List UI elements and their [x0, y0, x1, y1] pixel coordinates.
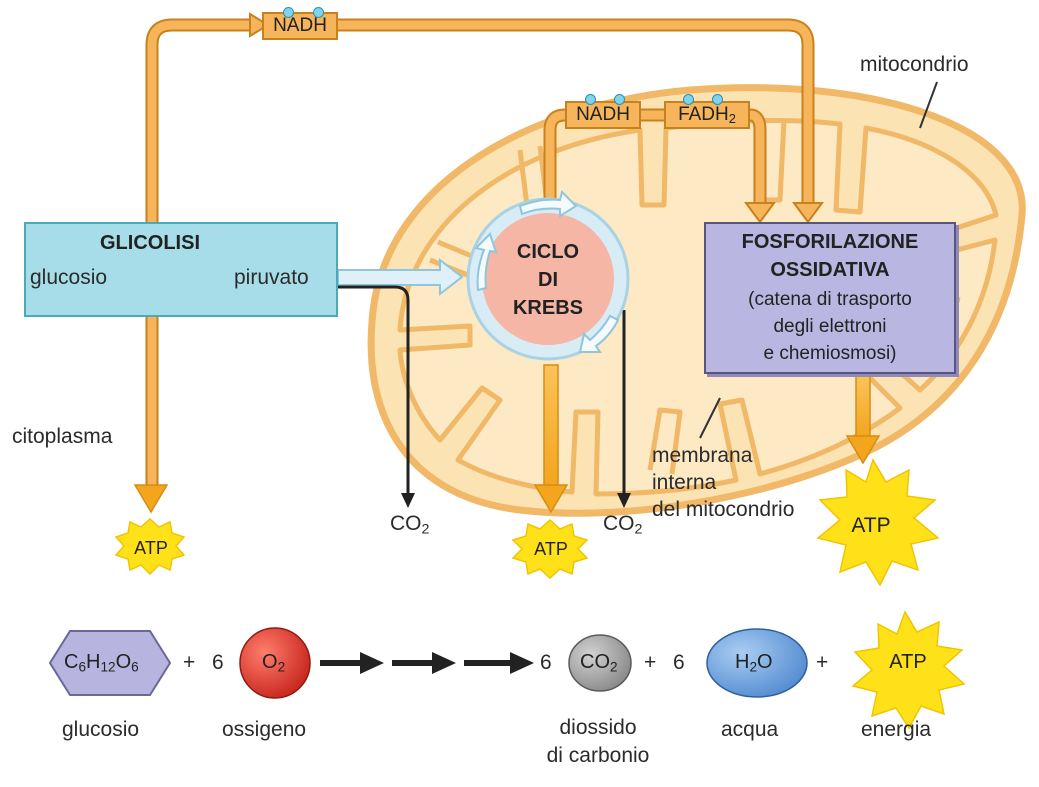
glicolisi-box: [24, 222, 338, 317]
fadh2-tag-label: FADH2: [678, 104, 736, 127]
oxygen-sphere: [239, 627, 311, 699]
h2o-formula: H2O: [735, 651, 773, 675]
krebs-label-line2: DI: [538, 269, 558, 291]
atp-star-fosforilazione: [816, 458, 940, 587]
pyruvate-to-krebs-arrow: [337, 257, 464, 297]
diossido-caption-line2: di carbonio: [546, 744, 650, 767]
co2-sphere: [568, 634, 632, 692]
membrana-leader-line: [699, 397, 721, 439]
fosforilazione-sub1: (catena di trasporto: [748, 289, 912, 310]
plus-sign-1: +: [183, 651, 196, 674]
atp-label-equation: ATP: [889, 651, 927, 673]
equation-arrows: [320, 652, 534, 674]
electron-dot: [585, 94, 596, 105]
fosforilazione-title1: FOSFORILAZIONE: [741, 231, 919, 253]
fosforilazione-sub3: e chemiosmosi): [763, 343, 897, 364]
glicolisi-from-label: glucosio: [30, 266, 108, 289]
atp-star-glycolysis: [114, 517, 186, 576]
nadh-tag-top: NADH: [262, 12, 338, 40]
mitocondrio-leader-line: [919, 81, 938, 129]
membrana-label-line3: del mitocondrio: [652, 498, 795, 521]
o2-formula: O2: [262, 651, 286, 675]
electron-dot: [283, 7, 294, 18]
atp-label-fosforilazione: ATP: [851, 514, 891, 537]
atp-down-arrows: [133, 364, 881, 514]
citoplasma-label: citoplasma: [12, 425, 113, 448]
krebs-label-line3: KREBS: [512, 297, 583, 319]
nadh-tag-inner-label: NADH: [576, 104, 630, 125]
plus-sign-3: +: [816, 651, 829, 674]
electron-dot: [614, 94, 625, 105]
krebs-core: [482, 213, 614, 345]
atp-star-equation: [851, 610, 966, 730]
acqua-caption: acqua: [721, 718, 779, 741]
coefficient-o2: 6: [212, 651, 224, 674]
ossigeno-caption: ossigeno: [222, 718, 307, 741]
electron-dot: [712, 94, 723, 105]
co2-arrow-glycolysis: [338, 285, 410, 495]
energia-caption: energia: [861, 718, 932, 741]
atp-star-krebs: [511, 518, 589, 580]
co2-label-glycolysis: CO2: [390, 512, 430, 538]
nadh-tag-inner: NADH: [565, 101, 641, 129]
glicolisi-to-label: piruvato: [234, 266, 309, 289]
glucosio-caption: glucosio: [62, 718, 140, 741]
glucose-hexagon: [48, 630, 172, 696]
glicolisi-title: GLICOLISI: [100, 232, 200, 254]
fosforilazione-sub2: degli elettroni: [773, 316, 887, 337]
diossido-caption-line1: diossido: [559, 716, 637, 739]
atp-label-glycolysis: ATP: [134, 538, 168, 558]
membrana-label-line1: membrana: [652, 444, 753, 467]
electron-dot: [313, 7, 324, 18]
atp-label-krebs: ATP: [534, 539, 568, 559]
mitocondrio-label: mitocondrio: [860, 53, 969, 76]
krebs-label-line1: CICLO: [516, 241, 580, 263]
fadh2-tag: FADH2: [664, 101, 750, 129]
membrana-label-line2: interna: [652, 471, 717, 494]
co2-label-krebs: CO2: [603, 512, 643, 538]
coefficient-co2: 6: [540, 651, 552, 674]
coefficient-h2o: 6: [673, 651, 685, 674]
plus-sign-2: +: [644, 651, 657, 674]
fosforilazione-box: [704, 222, 956, 374]
fosforilazione-title2: OSSIDATIVA: [770, 259, 890, 281]
nadh-tag-top-label: NADH: [273, 15, 327, 36]
glucose-formula: C6H12O6: [64, 651, 139, 675]
co2-formula: CO2: [580, 651, 618, 675]
electron-dot: [683, 94, 694, 105]
water-ellipse: [706, 628, 808, 698]
